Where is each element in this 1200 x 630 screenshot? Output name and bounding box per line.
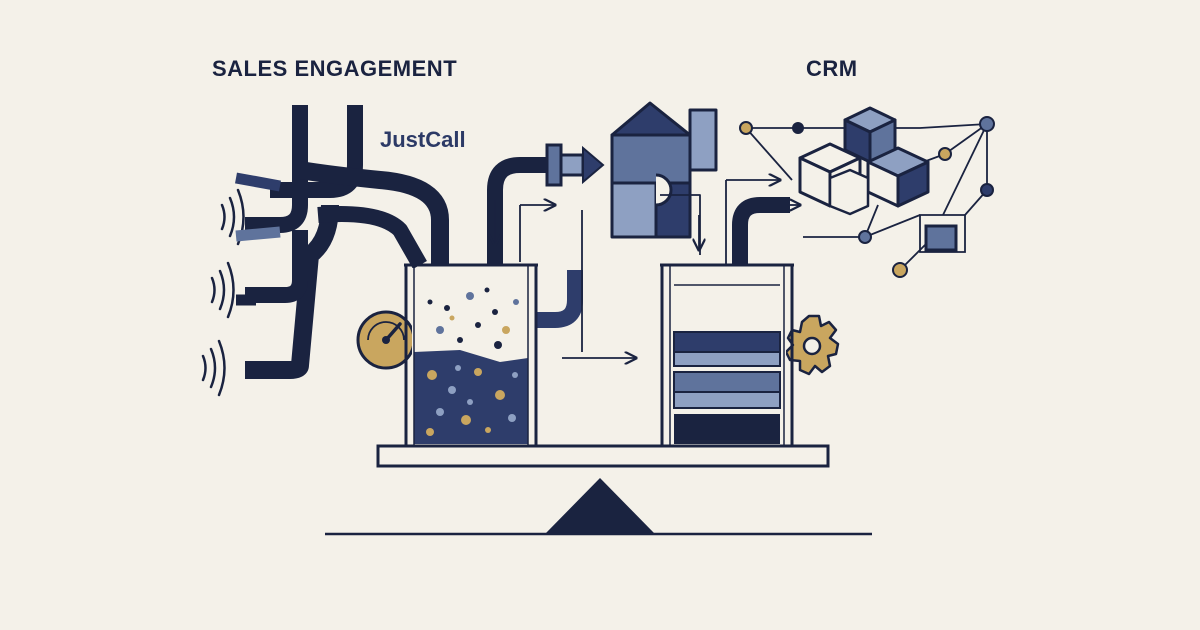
sound-wave-icon [210,261,235,319]
network-node-icon [979,116,995,132]
justcall-brand-label: JustCall [380,127,466,152]
balance-scale [325,444,872,536]
network-graph [739,116,995,278]
crm-title: CRM [806,56,858,81]
sound-wave-icon [201,339,226,397]
block-assembly [610,101,718,255]
output-pipe [732,197,790,265]
cube-icon [924,224,958,252]
network-node-icon [980,183,994,197]
data-particles [426,287,519,436]
flow-arrows [495,180,800,358]
sales-engagement-tank [404,263,538,448]
input-pipes [235,105,583,379]
network-node-icon [792,122,804,134]
gear-icon [784,314,840,376]
sales-engagement-title: SALES ENGAGEMENT [212,56,458,81]
crm-tank [660,263,794,448]
cube-cluster [798,106,930,216]
network-node-icon [858,230,872,244]
network-node-icon [938,147,952,161]
network-node-icon [739,121,753,135]
network-node-icon [892,262,908,278]
valve-connector [545,143,605,187]
